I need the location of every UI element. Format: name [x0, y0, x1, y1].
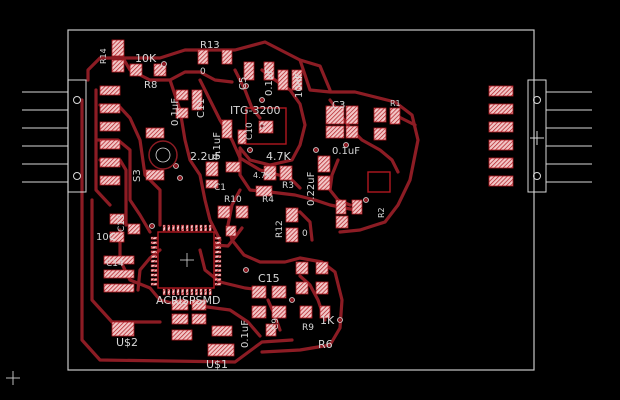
qfp-pin [214, 278, 222, 281]
label-10nf: 10nF [294, 73, 305, 98]
label-r8: R8 [144, 80, 157, 91]
right-pin-header [527, 79, 592, 193]
label-itg-3200: ITG-3200 [230, 104, 280, 117]
qfp-pin [150, 241, 158, 245]
label-c10-value: 0.1uF [212, 132, 223, 160]
qfp-pin [214, 269, 222, 272]
qfp-pin [162, 224, 166, 232]
qfp-pin [214, 255, 222, 258]
qfp-pin [199, 224, 203, 232]
label-4-7k: 4.7K [266, 150, 291, 163]
label-c5-value: 0.1uF [264, 68, 275, 96]
label-10c: 10C [96, 232, 116, 243]
label-c10: C10 [245, 122, 255, 140]
label-r12: R12 [275, 220, 285, 238]
qfp-pin [204, 224, 207, 232]
left-pin-header [22, 79, 87, 193]
qfp-pin [162, 288, 166, 296]
label-s3: S3 [132, 169, 143, 182]
qfp-pin [214, 273, 222, 277]
label-r3: R3 [282, 181, 294, 191]
qfp-pin [171, 224, 175, 232]
qfp-pin [150, 255, 158, 258]
label-1k: 1K [320, 314, 335, 327]
qfp-pin [214, 250, 222, 254]
qfp-pin [214, 245, 222, 249]
qfp-pin [150, 269, 158, 272]
qfp-pin [214, 236, 222, 240]
qfp-pin [208, 224, 212, 232]
label-0-22uf: 0.22uF [306, 171, 317, 206]
label-c9: C9 [271, 318, 281, 330]
qfp-pin [214, 282, 222, 286]
board-outline [67, 29, 535, 371]
label-r10: R10 [224, 195, 242, 205]
label-c15: C15 [258, 272, 280, 285]
qfp-pin [171, 288, 175, 296]
switch-s3-footprint [148, 140, 178, 170]
qfp-pin [214, 259, 222, 263]
qfp-pin [194, 288, 198, 296]
label-r1: R1 [390, 99, 401, 108]
mcu-chip-footprint [150, 224, 222, 296]
label-2-2uf: 2.2uF [190, 150, 221, 163]
label-c11: C11 [196, 98, 207, 118]
qfp-pin [150, 264, 158, 268]
qfp-pin [176, 224, 180, 232]
qfp-pin [185, 288, 189, 296]
label-c14: C14 [106, 259, 124, 269]
qfp-pin [185, 224, 189, 232]
qfp-pin [150, 282, 158, 286]
silkscreen-labels: R14 10K R13 0 R8 0.1uF C11 C5 0.1uF 10nF… [96, 40, 401, 371]
label-c5: C5 [238, 77, 249, 90]
label-u1: U$1 [206, 358, 228, 371]
label-r9: R9 [302, 323, 314, 333]
qfp-pin [150, 250, 158, 254]
label-r2: R2 [377, 207, 386, 218]
qfp-pin [150, 273, 158, 277]
label-acrispsmd: ACRISPSMD [156, 294, 220, 307]
qfp-pin [150, 278, 158, 281]
qfp-pin [176, 288, 180, 296]
qfp-pin [204, 288, 207, 296]
label-r14: R14 [99, 48, 108, 64]
origin-crosshair [6, 371, 20, 385]
via-layer [149, 61, 369, 323]
label-r13-value: 0 [200, 67, 206, 77]
qfp-pin [214, 264, 222, 268]
qfp-pin [150, 245, 158, 249]
qfp-pin [194, 224, 198, 232]
label-c3: C3 [332, 100, 345, 111]
label-r4: R4 [262, 195, 274, 205]
label-c9-value: 0.1uF [240, 320, 251, 348]
label-10k: 10K [135, 52, 157, 65]
label-r13: R13 [200, 40, 220, 51]
qfp-pin [150, 236, 158, 240]
qfp-pin [150, 259, 158, 263]
label-c13: C13 [117, 214, 127, 232]
qfp-pin [190, 288, 194, 296]
qfp-pin [181, 224, 184, 232]
qfp-pin [167, 224, 171, 232]
trace-layer [80, 40, 420, 364]
qfp-pin [167, 288, 171, 296]
label-r12-value: 0 [302, 229, 308, 239]
label-u2: U$2 [116, 336, 138, 349]
qfp-pin [208, 288, 212, 296]
label-c1: C1 [214, 183, 226, 193]
pad-layer [99, 39, 514, 357]
qfp-pin [181, 288, 184, 296]
qfp-pin [214, 241, 222, 245]
qfp-pin [190, 224, 194, 232]
label-r6: R6 [318, 338, 333, 351]
label-c2-value: 0.1uF [332, 146, 360, 157]
qfp-pin [199, 288, 203, 296]
label-c11-value: 0.1uF [170, 98, 181, 126]
label-4-7k-small: 4.7K [253, 171, 272, 180]
